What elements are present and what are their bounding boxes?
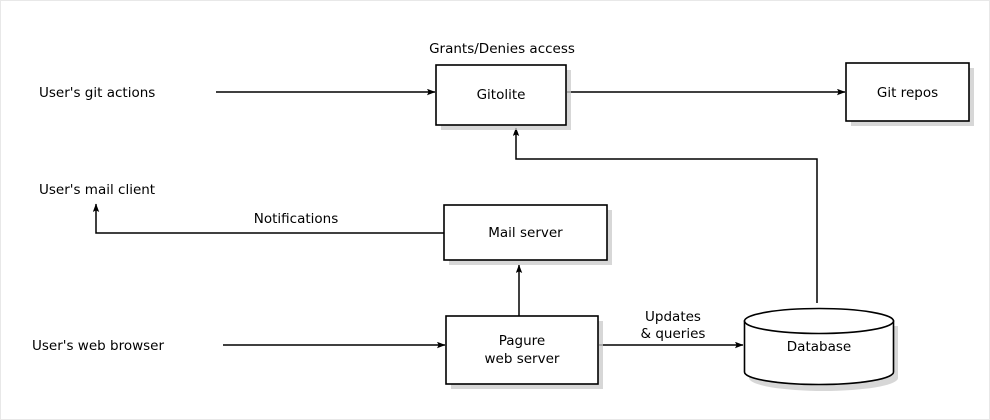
edge-label-grants-denies-access: Grants/Denies access xyxy=(429,41,575,57)
node-gitolite[interactable]: Gitolite xyxy=(435,64,571,130)
git-repos-box xyxy=(845,62,970,122)
mail-server-label: Mail server xyxy=(488,225,563,241)
external-label-git-actions: User's git actions xyxy=(39,85,155,101)
edge-label-notifications: Notifications xyxy=(254,211,339,227)
mail-server-box xyxy=(443,204,608,261)
external-label-mail-client: User's mail client xyxy=(39,182,155,198)
pagure-label-line2: web server xyxy=(485,351,560,367)
node-database[interactable]: Database xyxy=(743,307,899,392)
edge-database-to-gitolite xyxy=(512,127,818,303)
gitolite-box xyxy=(435,64,567,126)
database-cylinder-top xyxy=(743,307,895,335)
node-pagure-web-server[interactable]: Pagure web server xyxy=(445,315,603,389)
pagure-label-line1: Pagure xyxy=(499,333,546,349)
edge-mail-server-to-mail-client xyxy=(92,203,444,234)
edge-label-queries: & queries xyxy=(641,326,706,342)
node-mail-server[interactable]: Mail server xyxy=(443,204,612,265)
database-cylinder-body xyxy=(743,320,895,386)
pagure-web-server-box xyxy=(445,315,599,385)
node-git-repos[interactable]: Git repos xyxy=(845,62,974,126)
git-repos-label: Git repos xyxy=(877,85,938,101)
edge-label-updates: Updates xyxy=(645,309,701,325)
database-label: Database xyxy=(787,339,851,355)
external-label-web-browser: User's web browser xyxy=(32,338,164,354)
gitolite-label: Gitolite xyxy=(477,87,526,103)
